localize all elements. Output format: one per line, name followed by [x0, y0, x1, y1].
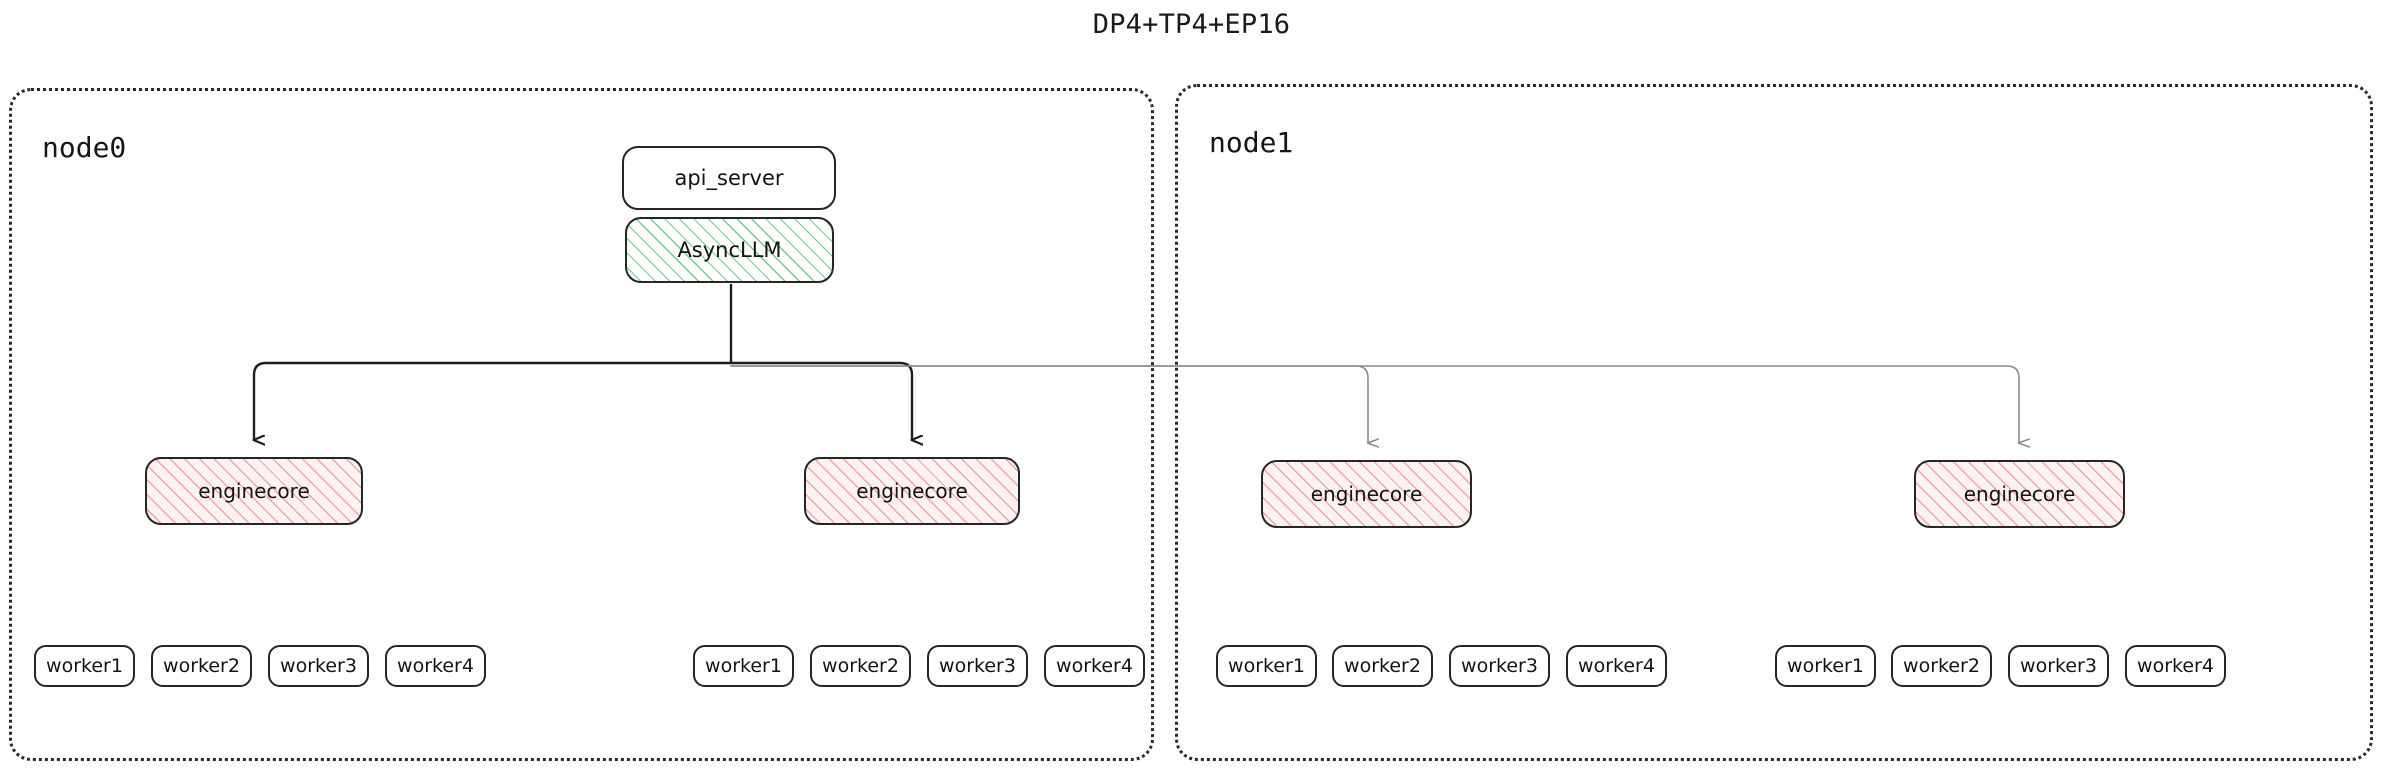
worker-box-node1-g1-0[interactable]: worker1	[1775, 645, 1876, 687]
worker-box-node1-g1-2[interactable]: worker3	[2008, 645, 2109, 687]
worker-box-node0-g0-2[interactable]: worker3	[268, 645, 369, 687]
api-server-box[interactable]: api_server	[622, 146, 836, 210]
enginecore-box-node0-0[interactable]: enginecore	[145, 457, 363, 525]
enginecore-box-node1-1[interactable]: enginecore	[1914, 460, 2125, 528]
worker-box-node0-g1-2[interactable]: worker3	[927, 645, 1028, 687]
worker-box-node0-g0-3[interactable]: worker4	[385, 645, 486, 687]
worker-box-node1-g0-3[interactable]: worker4	[1566, 645, 1667, 687]
worker-box-node0-g1-3[interactable]: worker4	[1044, 645, 1145, 687]
worker-box-node1-g1-3[interactable]: worker4	[2125, 645, 2226, 687]
node-label-node1: node1	[1209, 126, 1294, 159]
worker-box-node0-g1-1[interactable]: worker2	[810, 645, 911, 687]
worker-box-node1-g0-1[interactable]: worker2	[1332, 645, 1433, 687]
worker-box-node1-g0-0[interactable]: worker1	[1216, 645, 1317, 687]
node-label-node0: node0	[42, 131, 127, 164]
worker-box-node1-g1-1[interactable]: worker2	[1891, 645, 1992, 687]
worker-box-node0-g0-1[interactable]: worker2	[151, 645, 252, 687]
worker-box-node1-g0-2[interactable]: worker3	[1449, 645, 1550, 687]
worker-box-node0-g0-0[interactable]: worker1	[34, 645, 135, 687]
page-title: DP4+TP4+EP16	[1092, 9, 1291, 40]
worker-box-node0-g1-0[interactable]: worker1	[693, 645, 794, 687]
enginecore-box-node0-1[interactable]: enginecore	[804, 457, 1020, 525]
async-llm-box[interactable]: AsyncLLM	[625, 217, 834, 283]
enginecore-box-node1-0[interactable]: enginecore	[1261, 460, 1472, 528]
